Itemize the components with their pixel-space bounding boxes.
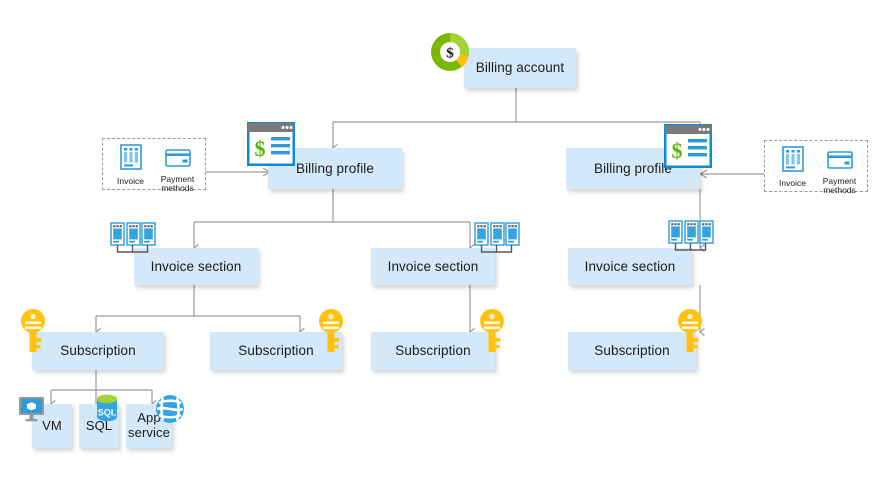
panel-right-invoice-label: Invoice (779, 178, 806, 188)
credit-card-icon (164, 144, 191, 173)
key-icon (477, 308, 507, 356)
panel-left-invoice-cell[interactable]: Invoice (108, 144, 154, 186)
node-invoice-section-2-label: Invoice section (387, 258, 479, 274)
key-icon (18, 308, 48, 356)
invoice-section-icon (668, 220, 714, 260)
svg-text:$: $ (446, 46, 454, 62)
node-resource-app-service-label-line1: App (137, 410, 161, 426)
node-invoice-section-1-label: Invoice section (150, 258, 242, 274)
svg-text:$: $ (672, 138, 683, 163)
node-invoice-section-2[interactable]: Invoice section (371, 248, 495, 285)
node-billing-account-label: Billing account (475, 60, 565, 76)
node-subscription-4[interactable]: Subscription (568, 332, 696, 370)
node-billing-profile-left-label: Billing profile (295, 160, 375, 176)
panel-left-payment-cell[interactable]: Payment methods (155, 144, 201, 193)
node-resource-sql-label: SQL (85, 417, 113, 433)
svg-text:SQL: SQL (98, 408, 117, 418)
node-subscription-4-label: Subscription (594, 343, 670, 359)
node-subscription-2[interactable]: Subscription (210, 332, 342, 370)
billing-profile-icon: $ (247, 122, 295, 166)
panel-right-invoice-cell[interactable]: Invoice (770, 146, 816, 188)
node-invoice-section-3[interactable]: Invoice section (568, 248, 692, 285)
panel-left-payment-label-line1: Payment (160, 174, 195, 184)
node-subscription-2-label: Subscription (238, 343, 314, 359)
virtual-machine-icon (18, 396, 48, 424)
node-subscription-1-label: Subscription (60, 343, 136, 359)
app-service-icon (155, 394, 185, 424)
node-subscription-3-label: Subscription (395, 343, 471, 359)
key-icon (316, 308, 346, 356)
payment-panel-left: Invoice Payment methods (102, 138, 206, 193)
panel-right-payment-label-line1: Payment (822, 176, 857, 186)
invoice-section-icon (474, 222, 520, 262)
invoice-section-icon (110, 222, 156, 262)
panel-right-payment-label-line2: methods (823, 185, 856, 196)
invoice-document-icon (781, 146, 804, 177)
node-subscription-3[interactable]: Subscription (371, 332, 495, 370)
node-billing-profile-right-label: Billing profile (593, 160, 673, 176)
panel-right-payment-cell[interactable]: Payment methods (817, 146, 863, 195)
node-resource-app-service-label-line2: service (128, 425, 170, 440)
node-invoice-section-3-label: Invoice section (584, 258, 676, 274)
node-subscription-1[interactable]: Subscription (32, 332, 164, 370)
panel-left-invoice-label: Invoice (117, 176, 144, 186)
invoice-document-icon (119, 144, 142, 175)
payment-panel-right: Invoice Payment methods (764, 140, 868, 195)
svg-text:$: $ (255, 136, 266, 161)
billing-profile-icon: $ (664, 124, 712, 168)
node-billing-account[interactable]: Billing account (464, 48, 576, 88)
sql-database-icon: SQL (93, 393, 121, 425)
money-bag-icon: $ (428, 30, 472, 74)
credit-card-icon (826, 146, 853, 175)
panel-left-payment-label-line2: methods (161, 183, 194, 194)
key-icon (675, 308, 705, 356)
node-invoice-section-1[interactable]: Invoice section (134, 248, 258, 285)
node-resource-vm-label: VM (42, 417, 62, 433)
